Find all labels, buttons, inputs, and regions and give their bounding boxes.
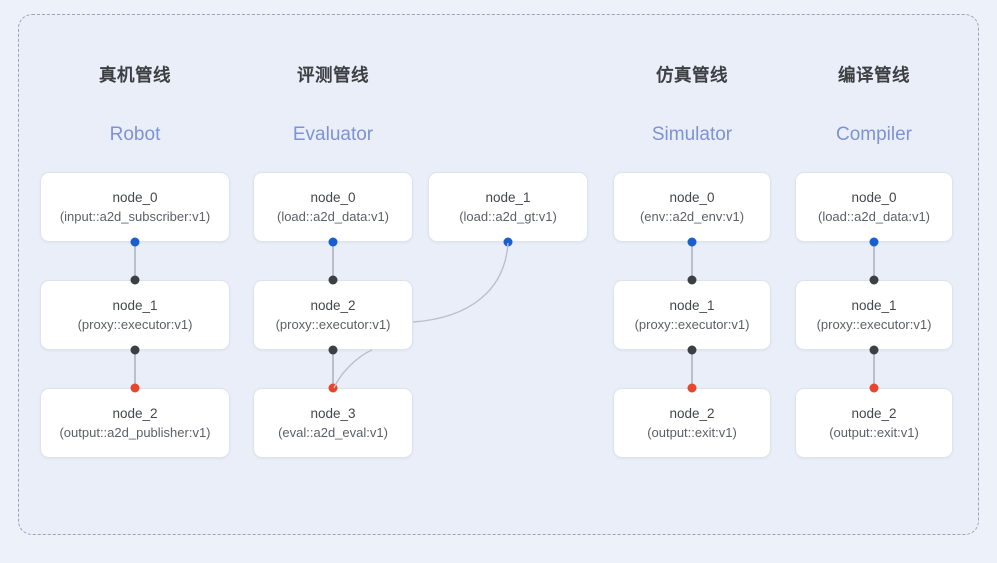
- port-output-dot: [687, 345, 697, 355]
- node-name: node_0: [112, 190, 158, 205]
- node-spec: (proxy::executor:v1): [275, 317, 391, 332]
- port-input-dot: [869, 275, 879, 285]
- column-title-en-simulator: Simulator: [651, 124, 733, 145]
- edge-simulator-1-2: [691, 350, 693, 388]
- port-terminal-dot: [130, 383, 140, 393]
- port-output-dot: [328, 345, 338, 355]
- column-title-cn-evaluator: 评测管线: [297, 65, 369, 85]
- node-evaluator-3[interactable]: node_3 (eval::a2d_eval:v1): [253, 388, 413, 458]
- node-simulator-2[interactable]: node_2 (output::exit:v1): [613, 388, 771, 458]
- node-name: node_0: [669, 190, 715, 205]
- node-evaluator-2[interactable]: node_2 (proxy::executor:v1): [253, 280, 413, 350]
- node-compiler-0[interactable]: node_0 (load::a2d_data:v1): [795, 172, 953, 242]
- node-name: node_2: [112, 406, 158, 421]
- edge-robot-0-1: [134, 242, 136, 280]
- node-spec: (load::a2d_data:v1): [817, 209, 931, 224]
- port-output-dot: [869, 345, 879, 355]
- column-title-cn-simulator: 仿真管线: [656, 65, 728, 85]
- node-name: node_0: [310, 190, 356, 205]
- port-output-dot: [687, 237, 697, 247]
- node-evaluator-1[interactable]: node_1 (load::a2d_gt:v1): [428, 172, 588, 242]
- node-name: node_2: [669, 406, 715, 421]
- column-title-en-robot: Robot: [109, 124, 161, 145]
- node-spec: (proxy::executor:v1): [634, 317, 750, 332]
- port-input-dot: [328, 275, 338, 285]
- node-name: node_1: [112, 298, 158, 313]
- port-terminal-dot: [869, 383, 879, 393]
- node-robot-0[interactable]: node_0 (input::a2d_subscriber:v1): [40, 172, 230, 242]
- column-title-en-evaluator: Evaluator: [292, 124, 374, 145]
- column-title-cn-robot: 真机管线: [99, 65, 171, 85]
- node-spec: (env::a2d_env:v1): [639, 209, 745, 224]
- node-spec: (proxy::executor:v1): [77, 317, 193, 332]
- node-robot-1[interactable]: node_1 (proxy::executor:v1): [40, 280, 230, 350]
- node-name: node_3: [310, 406, 356, 421]
- column-title-en-compiler: Compiler: [835, 124, 913, 145]
- port-output-dot: [328, 237, 338, 247]
- edge-robot-1-2: [134, 350, 136, 388]
- node-name: node_1: [669, 298, 715, 313]
- node-compiler-1[interactable]: node_1 (proxy::executor:v1): [795, 280, 953, 350]
- edge-compiler-1-2: [873, 350, 875, 388]
- edge-compiler-0-1: [873, 242, 875, 280]
- node-spec: (load::a2d_gt:v1): [459, 209, 557, 224]
- column-title-cn-compiler: 编译管线: [838, 65, 910, 85]
- node-name: node_1: [851, 298, 897, 313]
- port-output-dot: [503, 237, 513, 247]
- node-spec: (proxy::executor:v1): [816, 317, 932, 332]
- port-input-dot: [687, 275, 697, 285]
- node-spec: (eval::a2d_eval:v1): [278, 425, 388, 440]
- node-spec: (output::exit:v1): [647, 425, 737, 440]
- node-spec: (output::exit:v1): [829, 425, 919, 440]
- node-simulator-1[interactable]: node_1 (proxy::executor:v1): [613, 280, 771, 350]
- edge-evaluator-0-2: [332, 242, 334, 280]
- node-spec: (load::a2d_data:v1): [276, 209, 390, 224]
- node-simulator-0[interactable]: node_0 (env::a2d_env:v1): [613, 172, 771, 242]
- edge-evaluator-2-3: [332, 350, 334, 388]
- node-name: node_0: [851, 190, 897, 205]
- edge-simulator-0-1: [691, 242, 693, 280]
- node-spec: (output::a2d_publisher:v1): [59, 425, 211, 440]
- node-evaluator-0[interactable]: node_0 (load::a2d_data:v1): [253, 172, 413, 242]
- port-output-dot: [869, 237, 879, 247]
- node-name: node_2: [851, 406, 897, 421]
- node-compiler-2[interactable]: node_2 (output::exit:v1): [795, 388, 953, 458]
- port-output-dot: [130, 345, 140, 355]
- port-terminal-dot: [687, 383, 697, 393]
- node-name: node_2: [310, 298, 356, 313]
- node-spec: (input::a2d_subscriber:v1): [59, 209, 211, 224]
- port-output-dot: [130, 237, 140, 247]
- port-input-dot: [130, 275, 140, 285]
- node-robot-2[interactable]: node_2 (output::a2d_publisher:v1): [40, 388, 230, 458]
- port-terminal-dot: [328, 383, 338, 393]
- node-name: node_1: [485, 190, 531, 205]
